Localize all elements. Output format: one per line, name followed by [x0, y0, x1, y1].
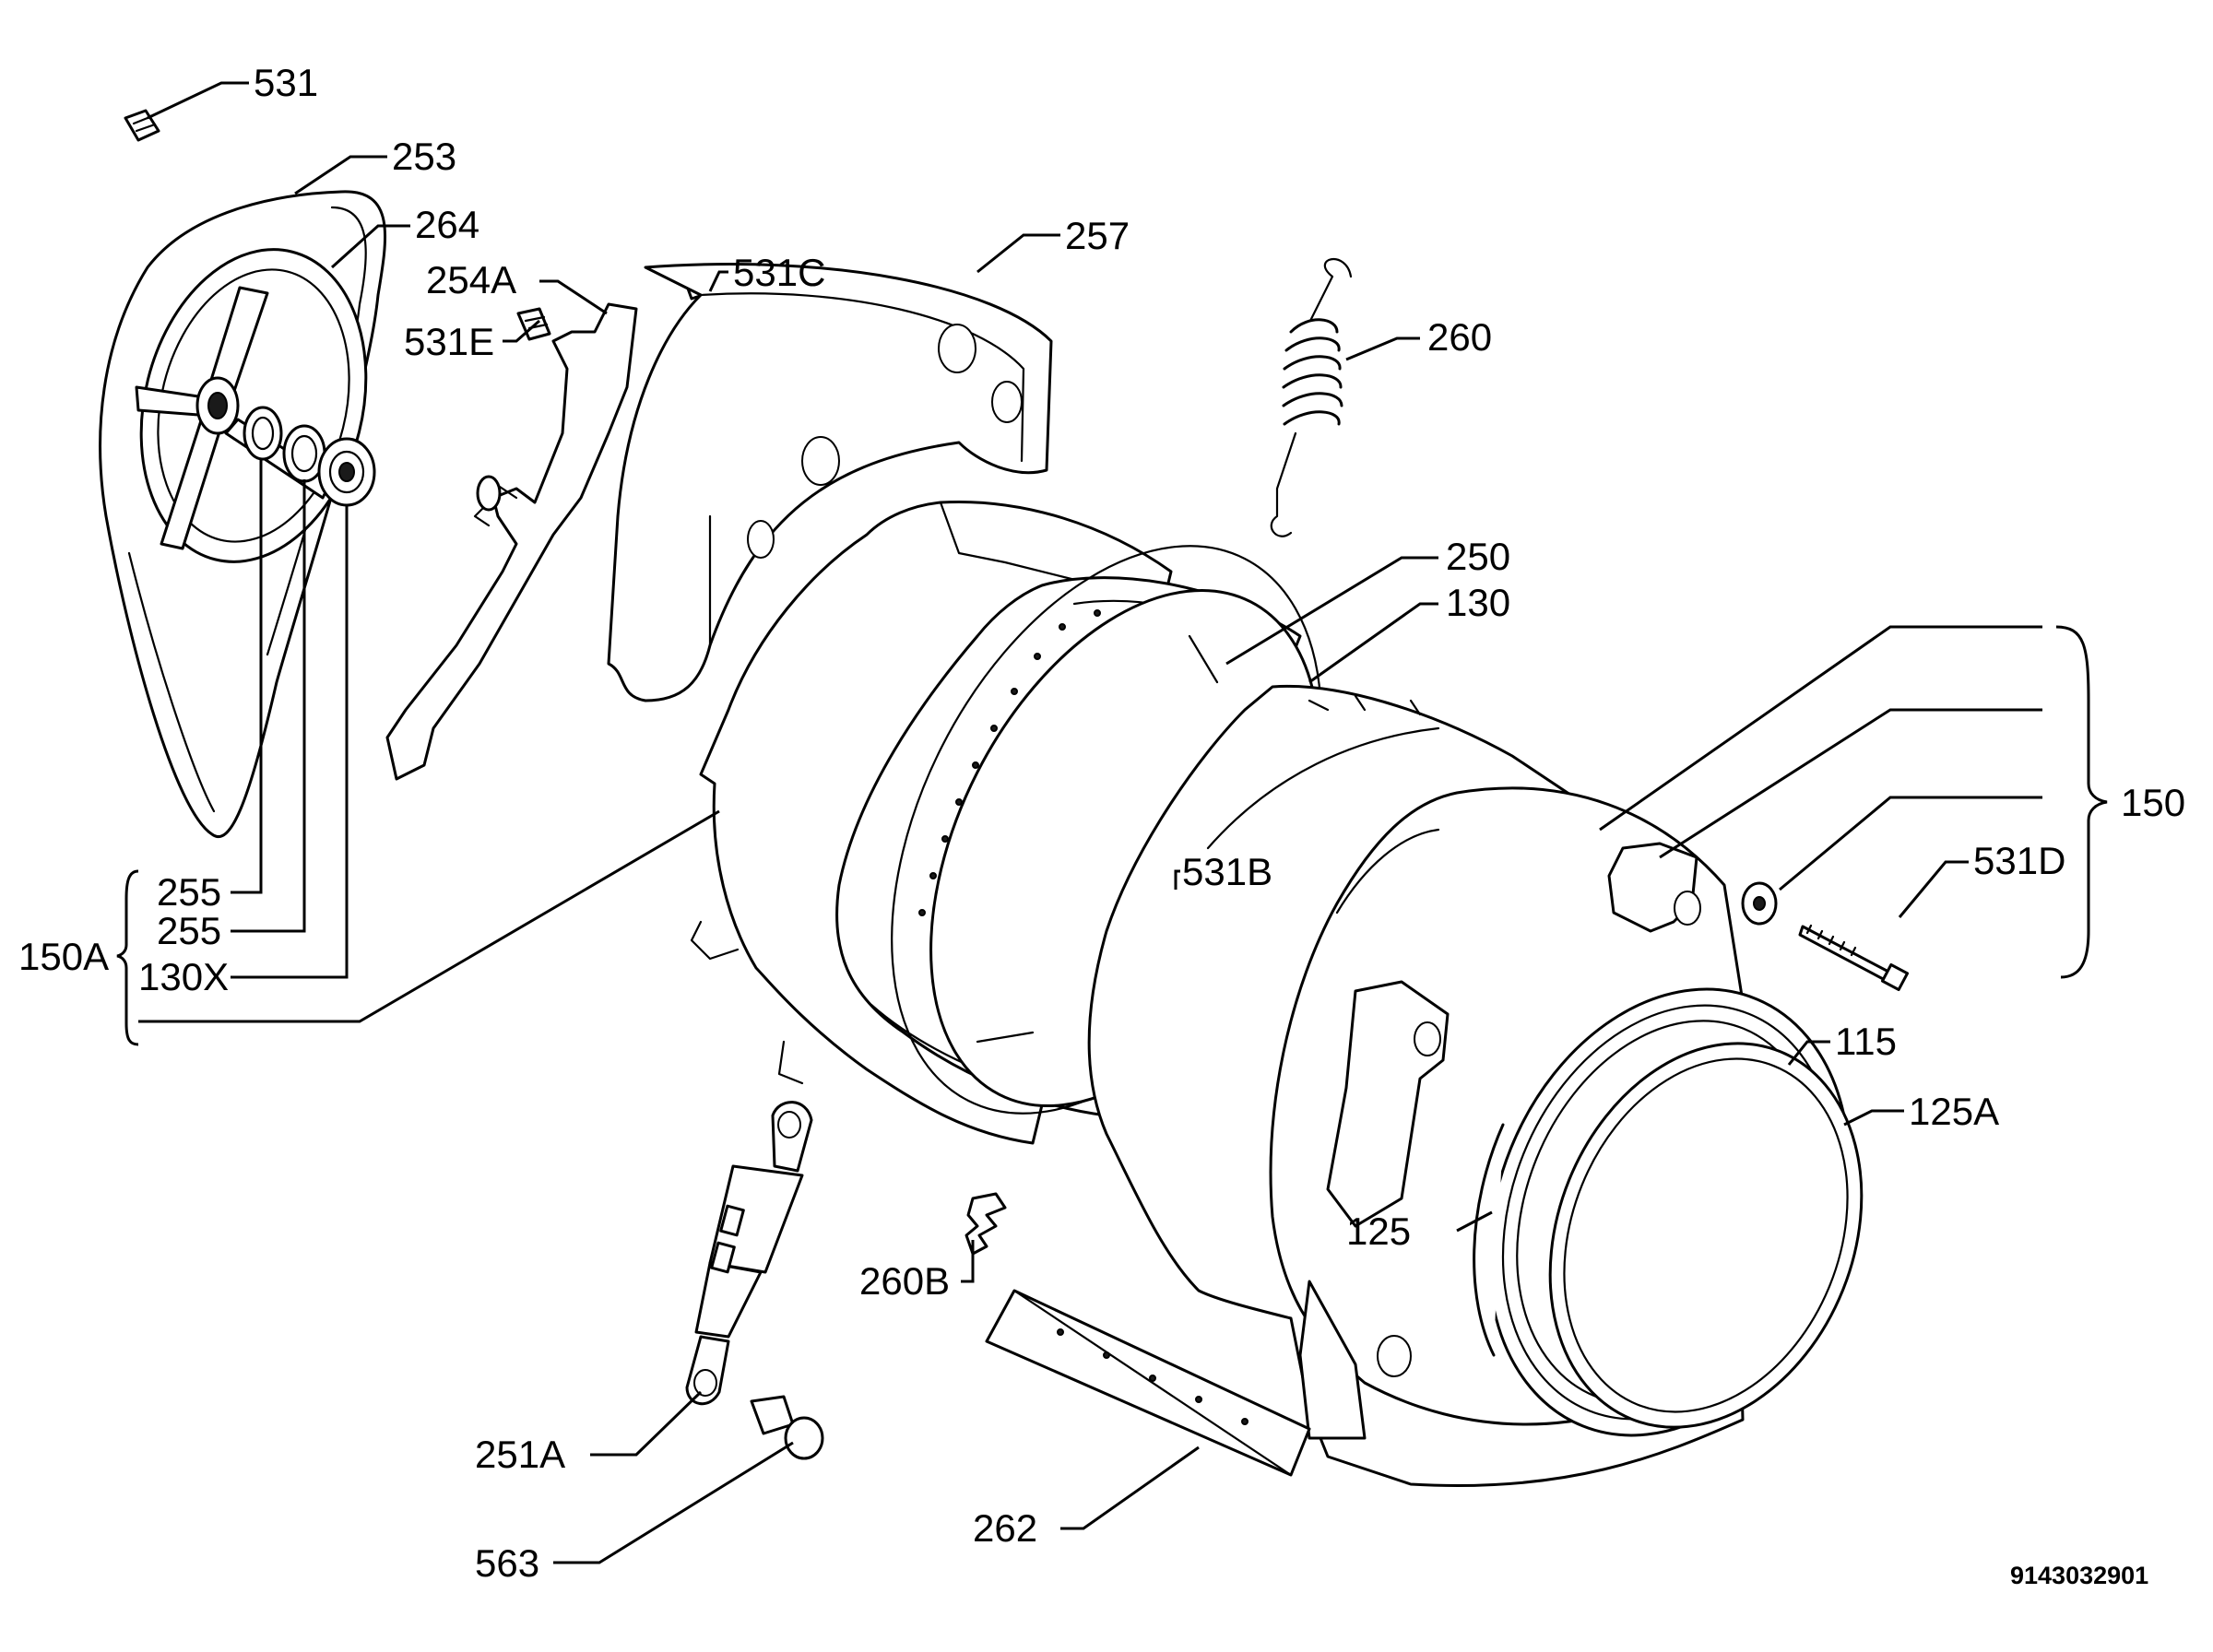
- spring-260: [1270, 257, 1353, 537]
- label-260B: 260B: [859, 1259, 950, 1303]
- screw-563: [750, 1395, 824, 1460]
- label-130: 130: [1446, 581, 1510, 624]
- clamp-ring-125A: [1548, 1042, 1864, 1429]
- label-531: 531: [254, 61, 318, 104]
- weight-bar-262: [985, 1289, 1311, 1477]
- label-531C: 531C: [733, 251, 825, 294]
- label-125: 125: [1346, 1210, 1411, 1253]
- label-115: 115: [1835, 1020, 1897, 1063]
- label-260: 260: [1427, 315, 1492, 359]
- label-257: 257: [1065, 214, 1130, 257]
- bearing-130X: [317, 437, 376, 507]
- label-264: 264: [415, 203, 479, 246]
- label-150: 150: [2121, 781, 2185, 824]
- washer: [1741, 881, 1778, 926]
- label-150A: 150A: [18, 935, 109, 978]
- bracket-254A: [385, 302, 638, 781]
- label-254A: 254A: [426, 258, 516, 301]
- pulley-253: [99, 190, 387, 838]
- label-250: 250: [1446, 535, 1510, 578]
- bolt-531D: [1798, 924, 1910, 992]
- label-255-b: 255: [157, 909, 221, 952]
- shock-absorber-251A: [685, 1101, 813, 1406]
- label-531B: 531B: [1182, 850, 1272, 893]
- label-563: 563: [475, 1541, 539, 1585]
- label-251A: 251A: [475, 1433, 565, 1476]
- label-253: 253: [392, 135, 456, 178]
- label-262: 262: [973, 1506, 1037, 1550]
- part-labels: 531 253 264 254A 531E 531C 257 260 250 1…: [18, 61, 2185, 1589]
- leader-lines: [116, 81, 2108, 1564]
- document-id: 9143032901: [2010, 1562, 2148, 1589]
- clamp-ring-125: [1473, 1123, 1505, 1357]
- counterweight-257: [607, 263, 1053, 702]
- label-531D: 531D: [1973, 839, 2065, 882]
- label-531E: 531E: [404, 320, 494, 363]
- label-130X: 130X: [138, 955, 229, 998]
- clip-260B: [964, 1192, 1007, 1256]
- label-255-a: 255: [157, 870, 221, 914]
- bearing-seal-255-inner: [243, 406, 283, 461]
- label-125A: 125A: [1909, 1090, 1999, 1133]
